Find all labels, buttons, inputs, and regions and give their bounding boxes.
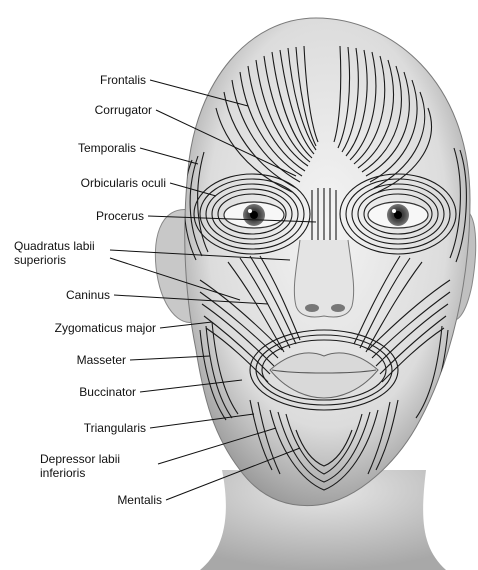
label-masseter: Masseter [20,353,126,367]
left-eye [224,202,284,228]
label-depressor-labii-inferioris: Depressor labii inferioris [40,452,120,480]
label-zygomaticus-major: Zygomaticus major [4,321,156,335]
label-frontalis: Frontalis [60,73,146,87]
label-triangularis: Triangularis [20,421,146,435]
label-temporalis: Temporalis [20,141,136,155]
nose [294,240,353,317]
label-quadratus-labii-superioris: Quadratus labii superioris [14,239,95,267]
label-caninus: Caninus [20,288,110,302]
label-procerus: Procerus [20,209,144,223]
label-buccinator: Buccinator [20,385,136,399]
label-orbicularis-oculi: Orbicularis oculi [4,176,166,190]
right-eye [368,202,428,228]
label-corrugator: Corrugator [40,103,152,117]
label-mentalis: Mentalis [60,493,162,507]
